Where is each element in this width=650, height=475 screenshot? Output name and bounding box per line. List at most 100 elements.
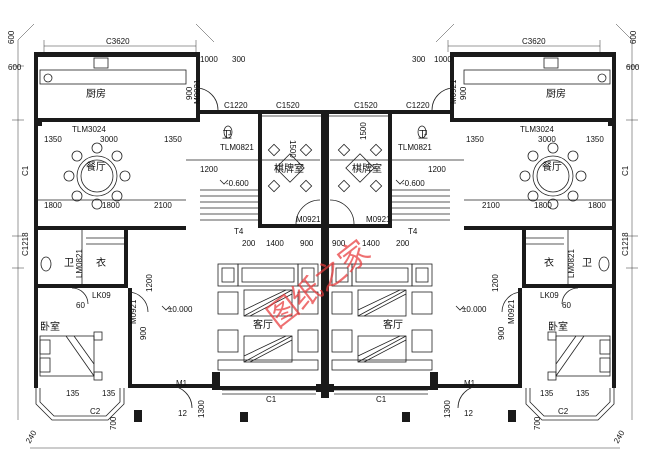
dim-60-right: 60: [562, 301, 571, 310]
dim-900-right: 900: [459, 86, 468, 100]
code-m0921-bed-right: M0921: [507, 299, 516, 324]
dim-700-right: 700: [533, 416, 542, 430]
code-c1520-left: C1520: [276, 101, 300, 110]
dim-1350-b: 1350: [164, 135, 182, 144]
dim-1800-c: 1800: [534, 201, 552, 210]
dim-2100-a: 2100: [154, 201, 172, 210]
dimension-lines: [12, 23, 638, 449]
code-m0921-chess-right: M0921: [366, 215, 391, 224]
walls: [34, 52, 616, 422]
dim-300-right: 300: [412, 55, 426, 64]
living-label-left: 客厅: [253, 318, 273, 331]
code-m1-right: M1: [464, 379, 476, 388]
code-c1218-right: C1218: [621, 232, 630, 256]
code-c1220-right: C1220: [406, 101, 430, 110]
code-c1-side-left: C1: [21, 165, 30, 176]
dim-1800-d: 1800: [588, 201, 606, 210]
dim-700-left: 700: [109, 416, 118, 430]
living-label-right: 客厅: [383, 318, 403, 331]
bath-label-left: 卫: [64, 258, 74, 269]
level-zero-left: ±0.000: [168, 305, 193, 314]
code-t4-left: T4: [234, 227, 244, 236]
dim-600-top-left: 600: [7, 30, 16, 44]
closet-label-right: 衣: [544, 256, 554, 269]
chess-table-right: [337, 143, 383, 193]
furniture: [39, 57, 611, 381]
code-t4-right: T4: [408, 227, 418, 236]
bed-left: [39, 331, 103, 381]
code-c1-side-right: C1: [621, 165, 630, 176]
sofa-set-right: [331, 263, 433, 371]
dim-1300-right: 1300: [443, 400, 452, 418]
dim-1350-a: 1350: [44, 135, 62, 144]
dim-1000-right: 1000: [434, 55, 452, 64]
dim-12-left: 12: [178, 409, 187, 418]
dining-label-right: 餐厅: [542, 160, 562, 173]
bath-label-upper-left: 卫: [222, 130, 232, 141]
dim-1350-d: 1350: [586, 135, 604, 144]
dim-135-left-b: 135: [102, 389, 116, 398]
dim-60-left: 60: [76, 301, 85, 310]
code-c3620-left: C3620: [106, 37, 130, 46]
sofa-set-left: [217, 263, 319, 371]
dim-200-b: 200: [396, 239, 410, 248]
chess-table-left: [267, 143, 313, 193]
code-c3620-right: C3620: [522, 37, 546, 46]
dim-900-bed-left: 900: [139, 326, 148, 340]
dim-900-bed-right: 900: [497, 326, 506, 340]
code-c1-left: C1: [266, 395, 277, 404]
dim-135-right-a: 135: [540, 389, 554, 398]
dining-table-left: [63, 142, 131, 210]
code-lm0821-right: LM0821: [567, 249, 576, 278]
code-lk09-right: LK09: [540, 291, 559, 300]
bath-label-right: 卫: [582, 258, 592, 269]
door-swings: [71, 87, 579, 409]
code-c2-right: C2: [558, 407, 569, 416]
dim-1200-bed-left: 1200: [145, 274, 154, 292]
dim-1350-c: 1350: [466, 135, 484, 144]
dim-240-left: 240: [24, 428, 39, 445]
code-lm0821-left: LM0821: [75, 249, 84, 278]
dining-table-right: [519, 142, 587, 210]
code-c1520-right: C1520: [354, 101, 378, 110]
code-c2-left: C2: [90, 407, 101, 416]
code-m0921-kitchen-right: M0921: [449, 79, 458, 104]
level-minus600-right: -0.600: [402, 179, 425, 188]
kitchen-label-right: 厨房: [546, 87, 566, 100]
room-labels: 厨房 厨房 餐厅 餐厅 棋牌室 棋牌室 客厅 客厅 卧室 卧室 卫 卫 衣 衣 …: [40, 87, 592, 333]
dim-1500-right: 1500: [359, 122, 368, 140]
window-lines: [35, 54, 615, 421]
dim-900-a: 900: [300, 239, 314, 248]
closet-label-left: 衣: [96, 256, 106, 269]
dim-600-top-right: 600: [629, 30, 638, 44]
dimension-numbers: 600 600 600 600 1000 300 1000 300 900 90…: [7, 30, 640, 445]
chess-label-left: 棋牌室: [274, 162, 304, 175]
dim-3000-a: 3000: [100, 135, 118, 144]
code-tlm0821-right: TLM0821: [398, 143, 432, 152]
dim-1200-bed-right: 1200: [491, 274, 500, 292]
dim-1000-left: 1000: [200, 55, 218, 64]
level-marks: -0.600 -0.600 ±0.000 ±0.000: [161, 179, 487, 314]
dining-label-left: 餐厅: [86, 160, 106, 173]
code-tlm3024-left: TLM3024: [72, 125, 106, 134]
kitchen-label-left: 厨房: [86, 87, 106, 100]
dim-900-b: 900: [332, 239, 346, 248]
code-c1218-left: C1218: [21, 232, 30, 256]
bed-right: [547, 331, 611, 381]
level-zero-right: ±0.000: [462, 305, 487, 314]
dim-1400-a: 1400: [266, 239, 284, 248]
dim-135-left-a: 135: [66, 389, 80, 398]
code-m0921-bed-left: M0921: [129, 299, 138, 324]
dim-1400-b: 1400: [362, 239, 380, 248]
dim-2100-b: 2100: [482, 201, 500, 210]
chess-label-right: 棋牌室: [352, 162, 382, 175]
code-m0921-kitchen-left: M0921: [193, 79, 202, 104]
dim-3000-b: 3000: [538, 135, 556, 144]
dim-300-left: 300: [232, 55, 246, 64]
dim-1500-left: 1500: [288, 140, 297, 158]
code-tlm0821-left: TLM0821: [220, 143, 254, 152]
dim-1200-b: 1200: [428, 165, 446, 174]
code-c1-right: C1: [376, 395, 387, 404]
dim-900-left: 900: [185, 86, 194, 100]
